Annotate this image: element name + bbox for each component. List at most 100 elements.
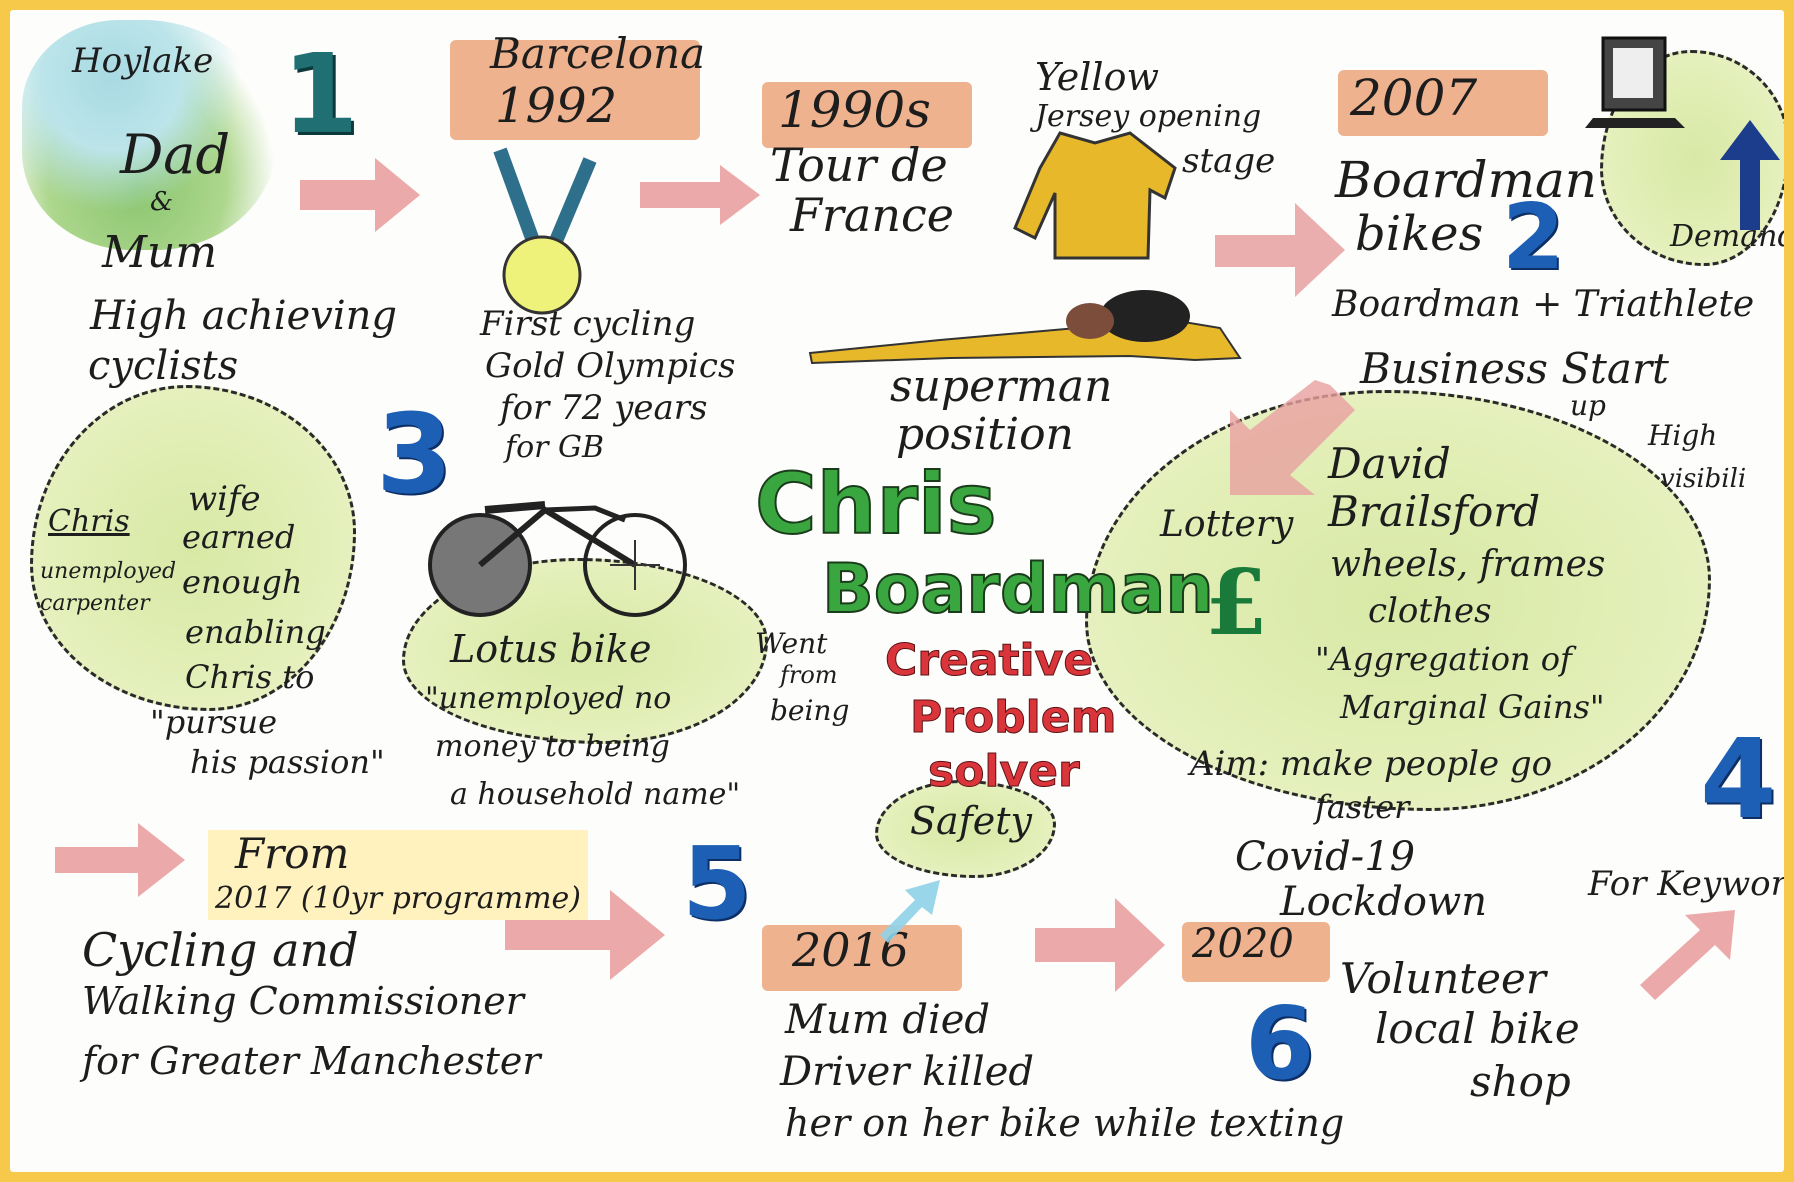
lotus-bike-text: Lotus bike: [450, 627, 652, 671]
aim-text: Aim: make people go: [1190, 744, 1553, 784]
high-achieving-text: High achieving: [90, 293, 397, 339]
solver-title: solver: [928, 746, 1081, 798]
demand-text: Demand: [1670, 219, 1784, 254]
business-start-text: Business Start: [1360, 344, 1669, 393]
arrow-1-icon: [300, 158, 420, 232]
computer-monitor-icon: [1585, 36, 1685, 128]
2020-year: 2020: [1192, 921, 1294, 967]
arrow-8-icon: [1640, 910, 1735, 1000]
up-text: up: [1570, 389, 1606, 422]
2007-year: 2007: [1350, 69, 1478, 127]
wife-cloud: [30, 385, 356, 711]
safety-text: Safety: [910, 799, 1032, 843]
position-text: position: [896, 409, 1074, 460]
high-text: High: [1648, 419, 1718, 452]
money-to-being-text: money to being: [435, 729, 670, 764]
arrow-6-icon: [505, 890, 665, 980]
arrow-safety-icon: [880, 880, 940, 943]
triathlete-text: Boardman + Triathlete: [1332, 284, 1755, 325]
number-6: 6: [1245, 985, 1315, 1102]
greater-manchester-text: for Greater Manchester: [82, 1039, 541, 1083]
chris-to-text: Chris to: [185, 658, 315, 696]
gold-medal-icon: [493, 147, 597, 315]
chris-title: Chris: [754, 454, 998, 554]
hoylake-label: Hoylake: [72, 41, 214, 81]
programme-text: 2017 (10yr programme): [215, 881, 581, 916]
arrow-5-icon: [55, 823, 185, 897]
hoylake-landscape: [22, 20, 277, 250]
for-gb-text: for GB: [505, 430, 605, 465]
pound-icon: £: [1205, 550, 1268, 656]
unemployed-label: unemployed: [40, 559, 177, 584]
local-bike-text: local bike: [1375, 1004, 1580, 1053]
from-text: from: [780, 661, 838, 689]
pursue-text: "pursue: [150, 703, 278, 741]
barcelona-title: Barcelona: [490, 29, 706, 78]
arrow-7-icon: [1035, 898, 1165, 992]
went-text: Went: [755, 627, 828, 660]
unemployed-money-text: "unemployed no: [425, 681, 672, 716]
driver-killed-text: Driver killed: [780, 1049, 1034, 1095]
france-text: France: [790, 188, 954, 242]
number-3: 3: [376, 390, 453, 518]
walking-commissioner-text: Walking Commissioner: [82, 979, 524, 1023]
arrow-2-icon: [640, 165, 760, 225]
1990s-year: 1990s: [778, 81, 931, 139]
cycling-and-text: Cycling and: [82, 923, 359, 977]
number-4: 4: [1700, 715, 1777, 843]
enough-text: enough: [182, 563, 303, 601]
superman-text: superman: [890, 361, 1113, 412]
david-text: David: [1328, 439, 1451, 488]
passion-text: his passion": [190, 743, 385, 781]
clothes-text: clothes: [1368, 591, 1492, 631]
yellow-jersey-icon: [1013, 131, 1177, 260]
72-years-text: for 72 years: [500, 388, 708, 428]
cyclists-text: cyclists: [88, 343, 239, 389]
first-cycling-text: First cycling: [480, 304, 696, 344]
barcelona-tag: [450, 40, 700, 140]
shop-text: shop: [1470, 1057, 1571, 1106]
marginal-gains-text: Marginal Gains": [1340, 688, 1605, 726]
from-2017-text: From: [235, 829, 350, 878]
number-5: 5: [682, 825, 752, 942]
problem-title: Problem: [909, 692, 1117, 744]
2017-highlight: [208, 830, 588, 920]
lotus-bike-icon: [428, 501, 687, 617]
being-text: being: [770, 694, 850, 727]
mum-text: Mum: [102, 227, 218, 278]
2007-tag: [1338, 70, 1548, 136]
dad-text: Dad: [120, 123, 231, 186]
boardman-title: Boardman: [821, 549, 1215, 630]
mum-died-text: Mum died: [785, 997, 991, 1043]
household-name-text: a household name": [450, 777, 741, 812]
yellow-text: Yellow: [1035, 55, 1159, 99]
tour-de-text: Tour de: [770, 138, 948, 192]
keyworkers-text: For Keywor: [1588, 864, 1784, 904]
aggregation-text: "Aggregation of: [1315, 640, 1572, 678]
covid-text: Covid-19: [1235, 834, 1416, 880]
number-2: 2: [1502, 185, 1565, 290]
gold-olympics-text: Gold Olympics: [485, 346, 736, 386]
texting-text: her on her bike while texting: [785, 1101, 1345, 1145]
number-1: 1: [282, 30, 359, 158]
lottery-text: Lottery: [1160, 504, 1294, 545]
creative-title: Creative: [884, 635, 1094, 687]
earned-text: earned: [182, 518, 296, 556]
brailsford-text: Brailsford: [1328, 487, 1541, 536]
chris-label: Chris: [48, 504, 130, 539]
and-text: &: [150, 187, 174, 217]
2016-tag: [762, 925, 962, 991]
jersey-opening-text: Jersey opening: [1035, 99, 1262, 134]
carpenter-label: carpenter: [40, 591, 150, 616]
demand-arrow-icon: [1720, 120, 1780, 230]
sketchnote-card: Hoylake 1 Dad & Mum High achieving cycli…: [10, 10, 1784, 1172]
1990s-tag: [762, 82, 972, 148]
lottery-cloud: [1085, 390, 1711, 811]
visibility-text: visibili: [1660, 464, 1747, 494]
boardman-text: Boardman: [1335, 151, 1597, 209]
wife-text: wife: [188, 479, 261, 519]
safety-cloud: [875, 780, 1056, 878]
stage-text: stage: [1182, 141, 1276, 181]
wheels-frames-text: wheels, frames: [1330, 544, 1606, 585]
volunteer-text: Volunteer: [1340, 954, 1546, 1003]
